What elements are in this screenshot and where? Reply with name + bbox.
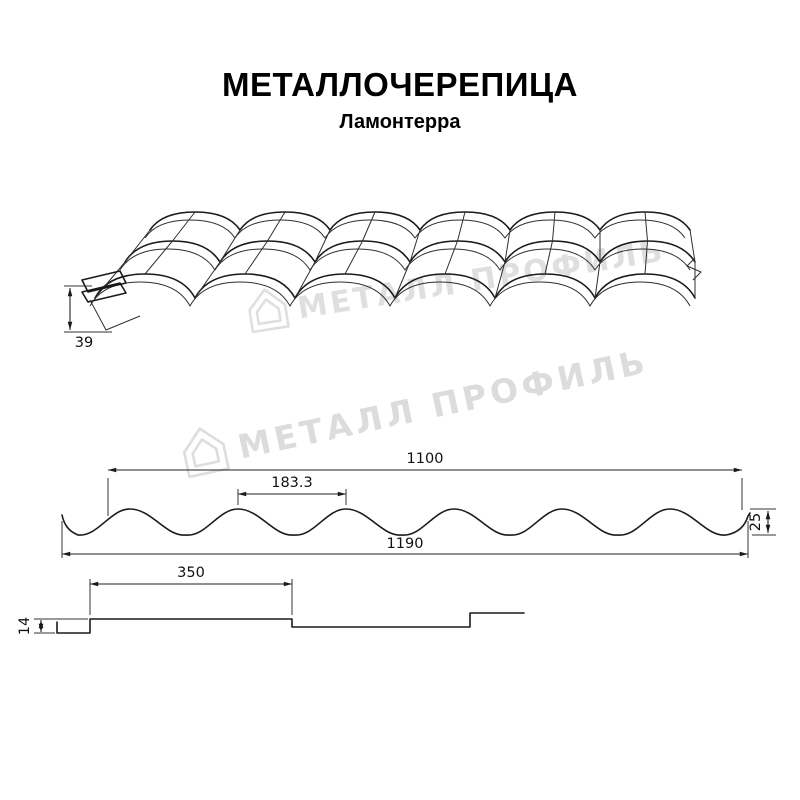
title-block: МЕТАЛЛОЧЕРЕПИЦА Ламонтерра <box>0 66 800 134</box>
page-subtitle: Ламонтерра <box>339 111 461 133</box>
break-line-icon <box>686 257 702 281</box>
dimension-1190: 1190 <box>61 521 749 558</box>
dim-cover-width-label: 1100 <box>407 451 444 467</box>
dim-wave-pitch-label: 183.3 <box>271 475 313 491</box>
dimension-14: 14 <box>17 617 88 635</box>
tile-row-front-underlap <box>89 281 691 307</box>
watermark-text: МЕТАЛЛ ПРОФИЛЬ <box>295 234 667 327</box>
step-profile-view: 350 14 <box>17 565 525 635</box>
dimension-350: 350 <box>89 565 293 615</box>
profile-curve <box>61 508 751 536</box>
dim-module-length-label: 350 <box>177 565 205 581</box>
dimension-183-3: 183.3 <box>237 475 347 505</box>
tile-valley-lines <box>94 229 696 299</box>
watermark-text: МЕТАЛЛ ПРОФИЛЬ <box>234 341 651 466</box>
step-profile-line <box>56 612 525 634</box>
dim-profile-height-label: 25 <box>748 513 764 531</box>
dimension-1100: 1100 <box>107 451 743 516</box>
dim-step-height-label: 14 <box>17 617 33 635</box>
page-title: МЕТАЛЛОЧЕРЕПИЦА <box>222 66 578 103</box>
dimension-39: 39 <box>64 285 112 351</box>
tile-row-back-underlap <box>144 219 686 239</box>
metall-profil-logo-icon <box>182 427 230 479</box>
dim-overall-width-label: 1190 <box>387 536 424 552</box>
metall-profil-logo-icon <box>248 288 290 334</box>
tile-ridge-lines <box>144 211 648 275</box>
cross-section-view: 1100 183.3 25 1190 <box>61 451 776 558</box>
perspective-view: 39 <box>64 211 702 351</box>
dimension-25: 25 <box>748 508 776 536</box>
tile-row-back <box>149 211 691 231</box>
left-edge-clip <box>81 270 127 303</box>
front-left-corner <box>89 299 141 331</box>
dim-edge-height-label: 39 <box>75 335 93 351</box>
